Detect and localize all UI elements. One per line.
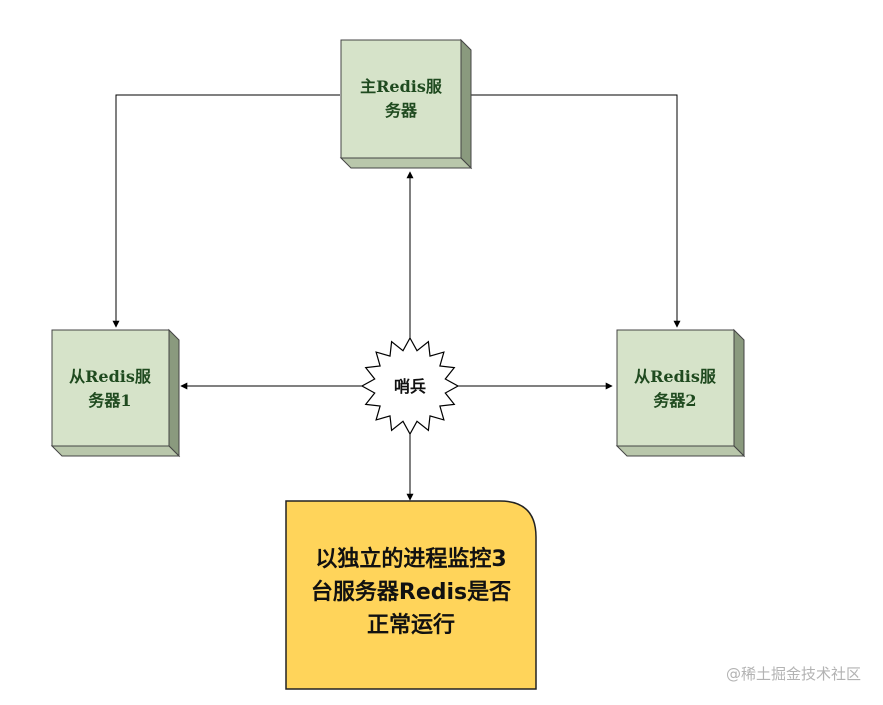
sentinel-node[interactable]: 哨兵: [360, 336, 460, 436]
slave1-server-box[interactable]: 从Redis服 务器1: [50, 328, 181, 458]
slave2-label-line2: 务器2: [653, 391, 696, 410]
slave1-label-line2: 务器1: [88, 391, 131, 410]
note-line2: 台服务器Redis是否: [311, 579, 511, 605]
master-label-line2: 务器: [385, 101, 418, 120]
master-label-line1: 主Redis服: [360, 77, 443, 96]
note-line1: 以独立的进程监控3: [315, 546, 506, 572]
monitor-note-box: 以独立的进程监控3 台服务器Redis是否 正常运行: [285, 500, 537, 690]
sentinel-label: 哨兵: [394, 377, 426, 396]
slave1-label-line1: 从Redis服: [69, 367, 152, 386]
slave2-label-line1: 从Redis服: [634, 367, 717, 386]
slave2-server-box[interactable]: 从Redis服 务器2: [615, 328, 746, 458]
master-to-slave2-connector: [471, 94, 681, 328]
sentinel-starburst-shape: [360, 336, 460, 436]
watermark-text: @稀土掘金技术社区: [725, 665, 861, 683]
note-line3: 正常运行: [367, 612, 455, 638]
master-server-box[interactable]: 主Redis服 务器: [339, 38, 473, 170]
master-to-slave1-connector: [112, 94, 340, 328]
